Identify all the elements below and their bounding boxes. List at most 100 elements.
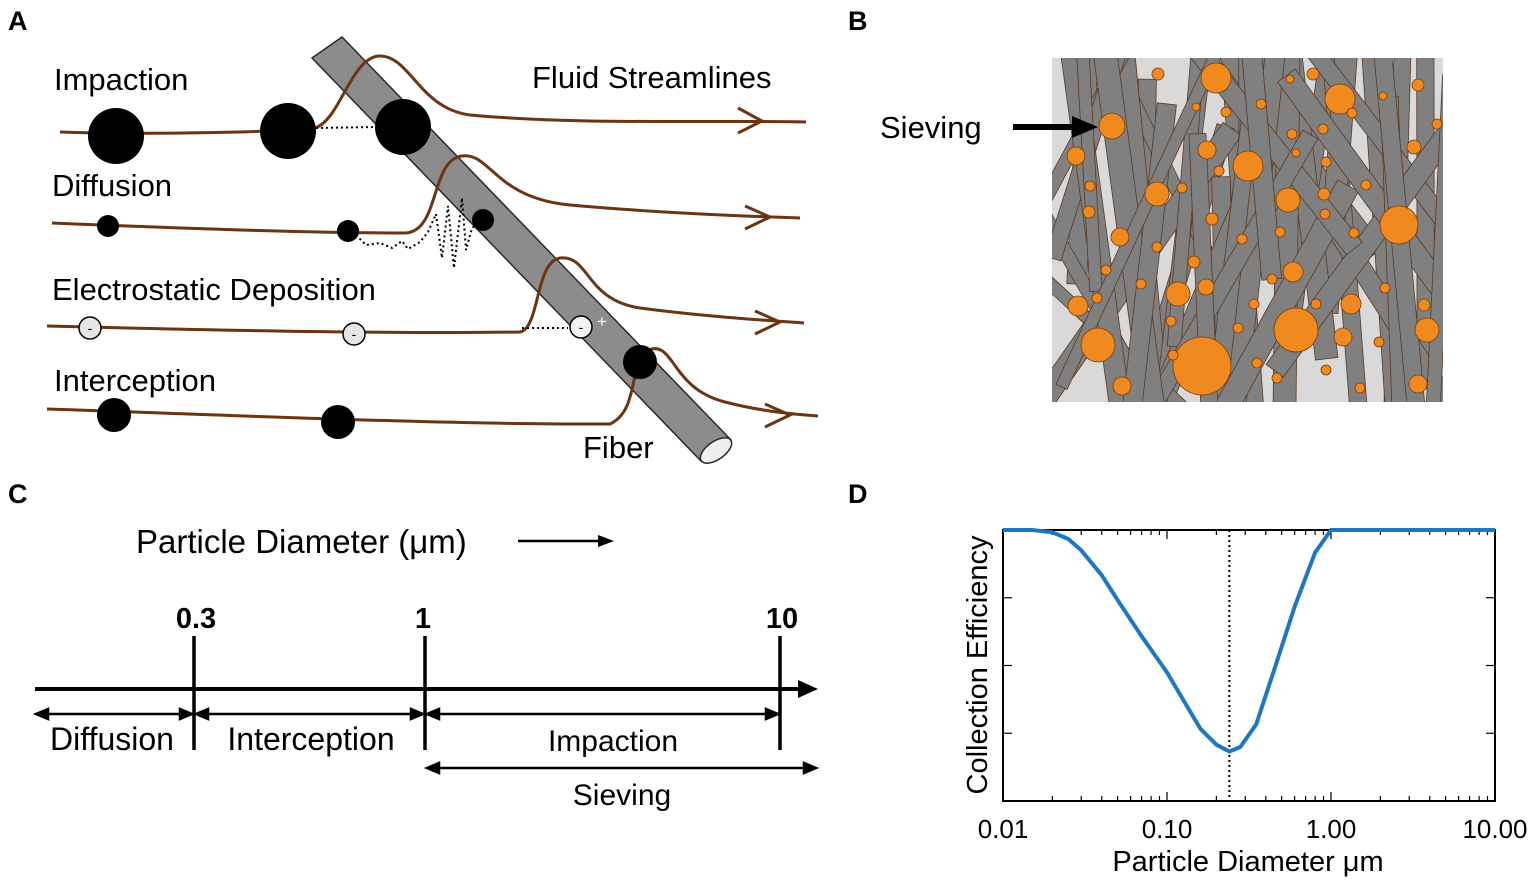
trapped-particle (1232, 322, 1244, 334)
trapped-particle (1266, 273, 1278, 285)
range-label-impaction: Impaction (548, 725, 678, 758)
diffusion-particle-1 (97, 215, 119, 237)
x-axis-label: Particle Diameter μm (1112, 846, 1383, 878)
diameter-axis-title: Particle Diameter (μm) (136, 523, 467, 560)
panel-b: B Sieving (848, 6, 1443, 402)
trapped-particle (1333, 327, 1353, 347)
x-tick-label: 0.01 (978, 814, 1029, 844)
panel-d: D 0.01 0.10 1.00 10.00 Particle Diameter μm… (848, 479, 1528, 878)
panel-c-letter: C (8, 479, 28, 509)
trapped-particle (1319, 208, 1331, 220)
range-arrow-diffusion (32, 707, 196, 721)
trapped-particle (1275, 187, 1301, 213)
efficiency-curve (1003, 528, 1495, 754)
mechanism-label-diffusion: Diffusion (52, 168, 172, 203)
trapped-particle (1197, 140, 1217, 160)
trapped-particle (1082, 205, 1096, 219)
trapped-particle (1213, 165, 1225, 177)
interception-particle-2 (321, 405, 355, 439)
tick-label-0-3: 0.3 (176, 603, 216, 635)
trapped-particle (1098, 112, 1126, 140)
sieving-arrow (1013, 116, 1098, 138)
diffusion-particle-3 (472, 209, 494, 231)
panel-a-letter: A (8, 6, 28, 36)
mechanism-label-impaction: Impaction (54, 62, 188, 97)
trapped-particle (1080, 327, 1116, 363)
plot-ticks (1002, 530, 1495, 801)
trapped-particle (1066, 146, 1086, 166)
trapped-particle (1414, 317, 1440, 343)
mechanism-label-electrostatic: Electrostatic Deposition (52, 272, 376, 307)
trapped-particle (1317, 123, 1329, 135)
sieving-label: Sieving (880, 110, 982, 145)
trapped-particle (1271, 372, 1283, 384)
streamline-electrostatic (46, 256, 805, 335)
x-tick-label: 1.00 (1306, 814, 1357, 844)
charge-minus-1: - (88, 320, 93, 336)
trapped-particle (1291, 148, 1301, 158)
trapped-particle (1373, 336, 1385, 348)
trapped-particle (1197, 278, 1215, 296)
trapped-particle (1255, 98, 1267, 110)
trapped-particle (1340, 293, 1362, 315)
streamline-diffusion (51, 154, 801, 235)
trapped-particle (1286, 128, 1298, 140)
x-tick-label: 0.10 (1142, 814, 1193, 844)
fiber-cylinder (310, 36, 733, 464)
trapped-particle (1348, 227, 1360, 239)
trapped-particle (1320, 156, 1332, 168)
trapped-particle (1176, 182, 1188, 194)
filter-mesh (1052, 58, 1443, 402)
trapped-particle (1135, 278, 1147, 290)
impaction-particle-2 (260, 103, 316, 159)
trapped-particle (1205, 212, 1219, 226)
trapped-particle (1379, 205, 1419, 245)
trapped-particle (1165, 315, 1177, 327)
panel-a: A - (8, 6, 819, 465)
trapped-particle (1274, 226, 1286, 238)
trapped-particle (1406, 139, 1422, 155)
panel-b-letter: B (848, 6, 868, 36)
range-arrow-sieving (423, 761, 820, 775)
mesh-fiber (1109, 102, 1177, 402)
range-label-diffusion: Diffusion (50, 721, 174, 757)
range-label-interception: Interception (227, 721, 394, 757)
charged-particle-1: - (78, 316, 102, 340)
range-label-sieving: Sieving (573, 779, 671, 812)
trapped-particle (1431, 118, 1443, 130)
streamlines-label: Fluid Streamlines (532, 60, 771, 95)
trapped-particle (1306, 67, 1320, 81)
diffusion-particle-2 (337, 220, 359, 242)
trapped-particle (1144, 181, 1170, 207)
trapped-particle (1232, 150, 1264, 182)
fiber-label: Fiber (583, 430, 654, 465)
trapped-particle (1324, 83, 1356, 115)
streamline-arrowheads (737, 106, 794, 429)
interception-particle-3 (623, 345, 657, 379)
trapped-particle (1112, 376, 1132, 396)
trapped-particle (1220, 106, 1232, 118)
trapped-particle (1251, 357, 1263, 369)
streamline-impaction (59, 54, 807, 135)
trapped-particle (1187, 255, 1201, 269)
x-tick-label: 10.00 (1462, 814, 1527, 844)
trapped-particle (1282, 261, 1304, 283)
panel-c: C Particle Diameter (μm) 0.3 1 10 (8, 479, 820, 812)
trapped-particle (1379, 282, 1391, 294)
trapped-particle (1091, 292, 1103, 304)
diameter-direction-arrow (518, 535, 614, 547)
impaction-trajectory (315, 126, 377, 129)
trapped-particle (1320, 364, 1332, 376)
trapped-particle (1408, 374, 1428, 394)
trapped-particle (1200, 62, 1232, 94)
trapped-particle (1285, 74, 1295, 84)
trapped-particle (1172, 336, 1232, 396)
trapped-particle (1236, 233, 1248, 245)
trapped-particle (1167, 349, 1179, 361)
fluid-streamlines (46, 54, 819, 426)
trapped-particle (1346, 107, 1358, 119)
range-arrow-impaction (423, 707, 782, 721)
panel-d-letter: D (848, 479, 868, 509)
trapped-particle (1411, 78, 1425, 92)
